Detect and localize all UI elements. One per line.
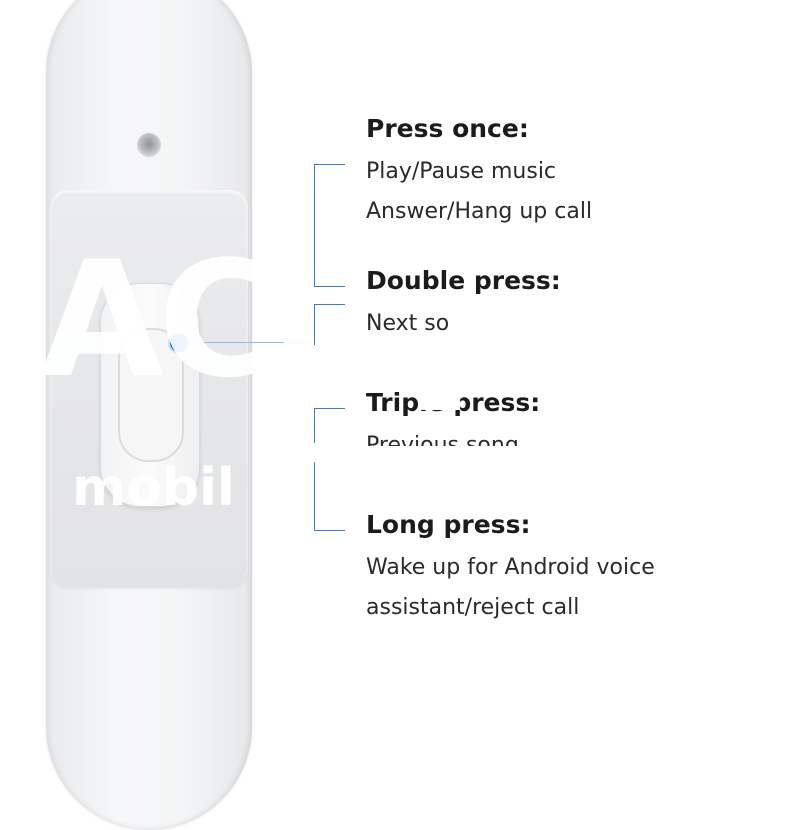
long-press-section: Long press: Wake up for Android voice as… [366,510,655,628]
indicator-pointer-line [188,342,314,343]
long-press-bracket [314,462,345,531]
long-press-line-2: assistant/reject call [366,595,580,620]
microphone-hole [137,133,161,157]
press-once-line-1: Play/Pause music [366,159,557,184]
press-once-section: Press once: Play/Pause music Answer/Hang… [366,114,592,232]
long-press-heading: Long press: [366,510,531,539]
text-occlusion [455,306,575,340]
double-press-heading: Double press: [366,266,561,295]
double-press-line-1: Next so [366,311,450,336]
double-press-bracket [314,304,345,345]
text-occlusion [362,446,562,466]
press-once-bracket [314,164,345,287]
double-press-section: Double press: Next so [366,266,561,344]
press-once-heading: Press once: [366,114,529,143]
press-once-line-2: Answer/Hang up call [366,199,593,224]
long-press-line-1: Wake up for Android voice [366,555,655,580]
watermark-text: mobil [72,458,235,518]
triple-press-bracket [314,408,345,443]
button-indicator-dot [170,334,188,352]
text-occlusion [420,384,460,410]
watermark-logo: ACE [40,226,379,413]
